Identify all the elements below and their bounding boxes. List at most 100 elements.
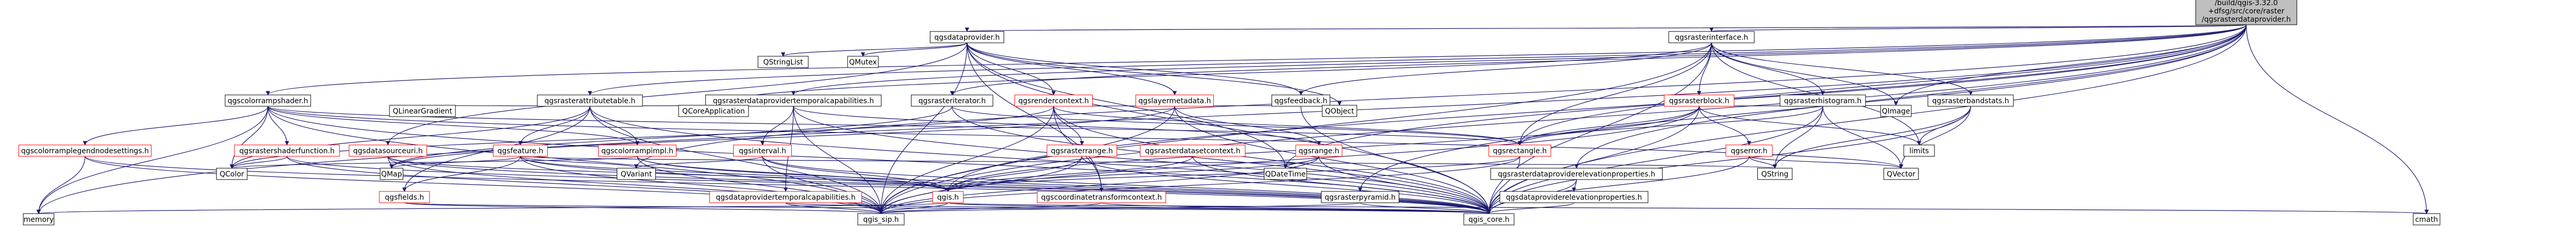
- edge-root-to-rasterinterface: [1710, 24, 2247, 32]
- edge-rasterinterface-to-rasterblock: [1697, 42, 1712, 95]
- edge-rendercontext-to-rectangle: [1053, 106, 1522, 145]
- node-box: [379, 191, 430, 203]
- edge-root-to-qgis_sip: [878, 24, 2247, 214]
- node-label: QMap: [381, 170, 402, 179]
- node-label: qgsrasterhistogram.h: [1784, 97, 1862, 105]
- edge-root-to-rasterpyramid: [1358, 24, 2247, 192]
- edge-rasterhistogram-to-QVector: [1822, 106, 1904, 169]
- edge-feature-to-QString: [520, 156, 1776, 169]
- node-label: qgsrasterbandstats.h: [1932, 97, 2009, 105]
- node-colorramplegend[interactable]: qgscolorramplegendnodesettings.h: [18, 144, 152, 157]
- edge-rasterhistogram-to-QString: [1772, 106, 1823, 169]
- node-box: [1037, 191, 1166, 203]
- edge-colorramplegend-to-memory: [36, 156, 86, 214]
- node-interval[interactable]: qgsinterval.h: [733, 144, 792, 157]
- node-box: [1880, 105, 1912, 117]
- node-qgis_sip: qgis_sip.h: [857, 213, 905, 225]
- node-rasterblock[interactable]: qgsrasterblock.h: [1664, 94, 1735, 107]
- node-QStringList: QStringList: [757, 56, 809, 68]
- node-rasterdatasetcontext[interactable]: qgsrasterdatasetcontext.h: [1140, 144, 1246, 157]
- node-box: [709, 191, 862, 203]
- node-elevationprops: qgsrasterdataproviderelevationproperties…: [1490, 168, 1663, 180]
- edge-qgsh-to-cmath: [947, 202, 2428, 214]
- node-label: qgsrasterinterface.h: [1675, 34, 1748, 42]
- node-qgsfields[interactable]: qgsfields.h: [379, 191, 430, 203]
- edge-dataprovider-to-rendercontext: [967, 42, 1056, 95]
- node-qgserror[interactable]: qgserror.h: [1725, 144, 1773, 157]
- node-QImage: QImage: [1880, 105, 1912, 117]
- node-layermetadata[interactable]: qgslayermetadata.h: [1136, 94, 1214, 107]
- edge-qgsh-to-qgis_sip: [878, 202, 948, 214]
- edge-rendercontext-to-qgis_sip: [878, 106, 1054, 214]
- node-qgsh[interactable]: qgis.h: [932, 191, 964, 203]
- edge-colorrampshader-to-rastershaderfunction: [267, 106, 290, 145]
- edge-root-to-rasterattributetable: [588, 24, 2247, 95]
- edge-colorrampimpl-to-qgis_sip: [637, 156, 884, 214]
- edge-layer: [36, 24, 2429, 214]
- node-QString: QString: [1757, 168, 1793, 180]
- node-box: [1927, 94, 2014, 107]
- node-box: [705, 94, 882, 107]
- node-QCoreApplication: QCoreApplication: [678, 105, 749, 117]
- node-box: [349, 144, 427, 157]
- edge-range-to-qgis_sip: [878, 156, 1319, 214]
- node-label: qgsrasterdatasetcontext.h: [1145, 147, 1240, 155]
- node-box: [18, 144, 152, 157]
- node-label: QVariant: [621, 170, 652, 179]
- node-box: [2413, 213, 2441, 225]
- node-QVector: QVector: [1883, 168, 1919, 180]
- edge-colorrampshader-to-memory: [36, 106, 268, 214]
- edge-dataprovider-to-feedback: [967, 42, 1303, 95]
- edge-rasterbandstats-to-climits: [1917, 106, 1971, 145]
- node-colorrampimpl[interactable]: qgscolorrampimpl.h: [598, 144, 676, 157]
- edge-rastershaderfunction-to-qgis_core: [286, 156, 1491, 214]
- node-datatemporalcaps[interactable]: qgsdataprovidertemporalcapabilities.h: [709, 191, 862, 203]
- node-rasterrange[interactable]: qgsrasterrange.h: [1046, 144, 1117, 157]
- edge-dataprovider-to-layermetadata: [967, 42, 1177, 95]
- node-label: qgsrectangle.h: [1493, 147, 1547, 155]
- node-range[interactable]: qgsrange.h: [1295, 144, 1343, 157]
- node-box: [1140, 144, 1246, 157]
- node-box: [1463, 213, 1515, 225]
- edge-rasterinterface-to-climits: [1711, 42, 1922, 145]
- node-rastershaderfunction[interactable]: qgsrastershaderfunction.h: [234, 144, 340, 157]
- node-label: qgsrasterattributetable.h: [545, 97, 635, 105]
- node-rendercontext[interactable]: qgsrendercontext.h: [1014, 94, 1093, 107]
- node-label: qgsrasterrange.h: [1051, 147, 1113, 155]
- edge-feature-to-qgsfields: [402, 156, 521, 192]
- edge-feature-to-QVariant: [520, 156, 639, 169]
- edge-rasterinterface-to-QImage: [1711, 42, 1899, 106]
- node-label: QMutex: [849, 58, 877, 67]
- node-rasterattributetable: qgsrasterattributetable.h: [537, 94, 643, 107]
- node-rectangle[interactable]: qgsrectangle.h: [1488, 144, 1551, 157]
- node-box: [929, 31, 1005, 43]
- node-label: qgserror.h: [1731, 147, 1768, 155]
- node-label: cmath: [2415, 216, 2438, 224]
- node-rasterinterface: qgsrasterinterface.h: [1668, 31, 1755, 43]
- node-memory: memory: [23, 213, 55, 225]
- edge-rasterblock-to-qgserror: [1699, 106, 1752, 145]
- node-label: qgsfeature.h: [498, 147, 544, 155]
- edge-rasterblock-to-climits: [1699, 106, 1922, 145]
- node-coordtransformctx[interactable]: qgscoordinatetransformcontext.h: [1037, 191, 1166, 203]
- node-datasourceuri[interactable]: qgsdatasourceuri.h: [349, 144, 427, 157]
- edge-colorrampshader-to-rectangle: [267, 106, 1522, 145]
- edge-rasterrange-to-qgis_core: [1081, 156, 1492, 214]
- node-label: qgsfields.h: [385, 193, 424, 202]
- edge-dataprovider-to-QStringList: [781, 42, 968, 57]
- edge-rasteriterator-to-rectangle: [952, 106, 1522, 145]
- edge-rasterblock-to-rectangle: [1517, 106, 1700, 145]
- node-label: +dfsg/src/core/raster: [2208, 7, 2284, 15]
- node-feature[interactable]: qgsfeature.h: [493, 144, 548, 157]
- edge-interval-to-qgis_sip: [762, 156, 884, 214]
- edge-dataprovider-to-QMutex: [860, 42, 968, 57]
- node-box: [1668, 31, 1755, 43]
- edge-qgserror-to-QString: [1749, 156, 1777, 169]
- edge-qgsfields-to-qgis_sip: [404, 202, 883, 214]
- edge-feedback-to-qgis_core: [1300, 106, 1492, 214]
- node-label: /qgsrasterdataprovider.h: [2202, 15, 2291, 24]
- edge-feature-to-qgsh: [520, 156, 951, 192]
- node-label: qgsrasteriterator.h: [919, 97, 986, 105]
- node-label: QString: [1761, 170, 1789, 179]
- edge-interval-to-qgis_core: [762, 156, 1492, 214]
